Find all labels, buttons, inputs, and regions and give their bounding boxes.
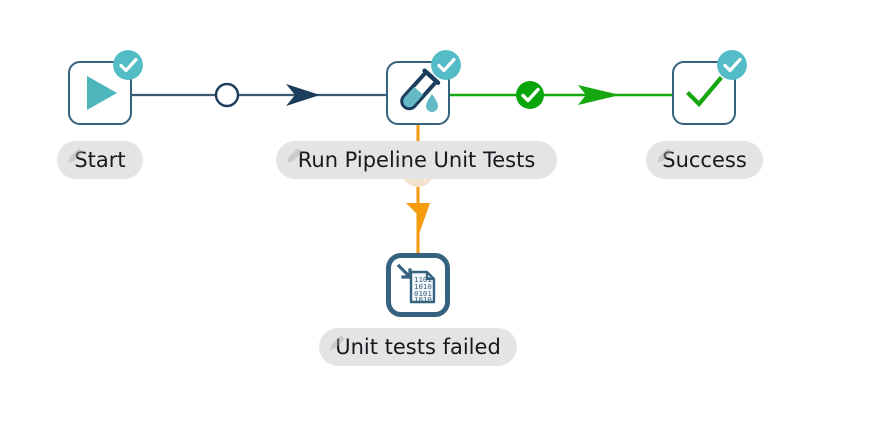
arrowhead-navy-icon [286, 84, 320, 106]
node-label-run-pipeline-unit-tests[interactable]: Run Pipeline Unit Tests [276, 141, 557, 179]
node-success[interactable] [672, 50, 747, 125]
node-run-pipeline-unit-tests[interactable] [386, 50, 461, 125]
arrowhead-orange-icon [406, 203, 430, 237]
check-circle-icon[interactable] [516, 81, 544, 109]
node-label-start[interactable]: Start [57, 141, 143, 179]
svg-text:1010: 1010 [414, 282, 432, 291]
node-label-text: Run Pipeline Unit Tests [297, 147, 536, 172]
svg-text:0101: 0101 [414, 289, 432, 298]
node-label-text: Success [662, 147, 747, 172]
check-badge-icon [717, 50, 747, 80]
node-label-unit-tests-failed[interactable]: Unit tests failed [319, 328, 517, 366]
edge-run-tests-to-success[interactable] [450, 81, 672, 109]
svg-text:1010: 1010 [414, 295, 432, 304]
node-start[interactable] [68, 50, 143, 125]
checkmark-icon [674, 63, 734, 123]
svg-text:1101: 1101 [414, 275, 432, 284]
node-label-success[interactable]: Success [646, 141, 763, 179]
check-badge-icon [113, 50, 143, 80]
node-label-text: Unit tests failed [335, 334, 501, 359]
check-badge-icon [431, 50, 461, 80]
binary-document-icon: 1101 1010 0101 1010 [391, 258, 445, 312]
node-unit-tests-failed[interactable]: 1101 1010 0101 1010 [386, 253, 450, 317]
arrowhead-green-icon [578, 85, 620, 105]
edge-start-to-run-tests[interactable] [132, 82, 386, 108]
test-tube-icon [388, 63, 448, 123]
node-label-text: Start [74, 147, 126, 172]
circle-waypoint-icon[interactable] [214, 82, 240, 108]
play-icon [70, 63, 130, 123]
